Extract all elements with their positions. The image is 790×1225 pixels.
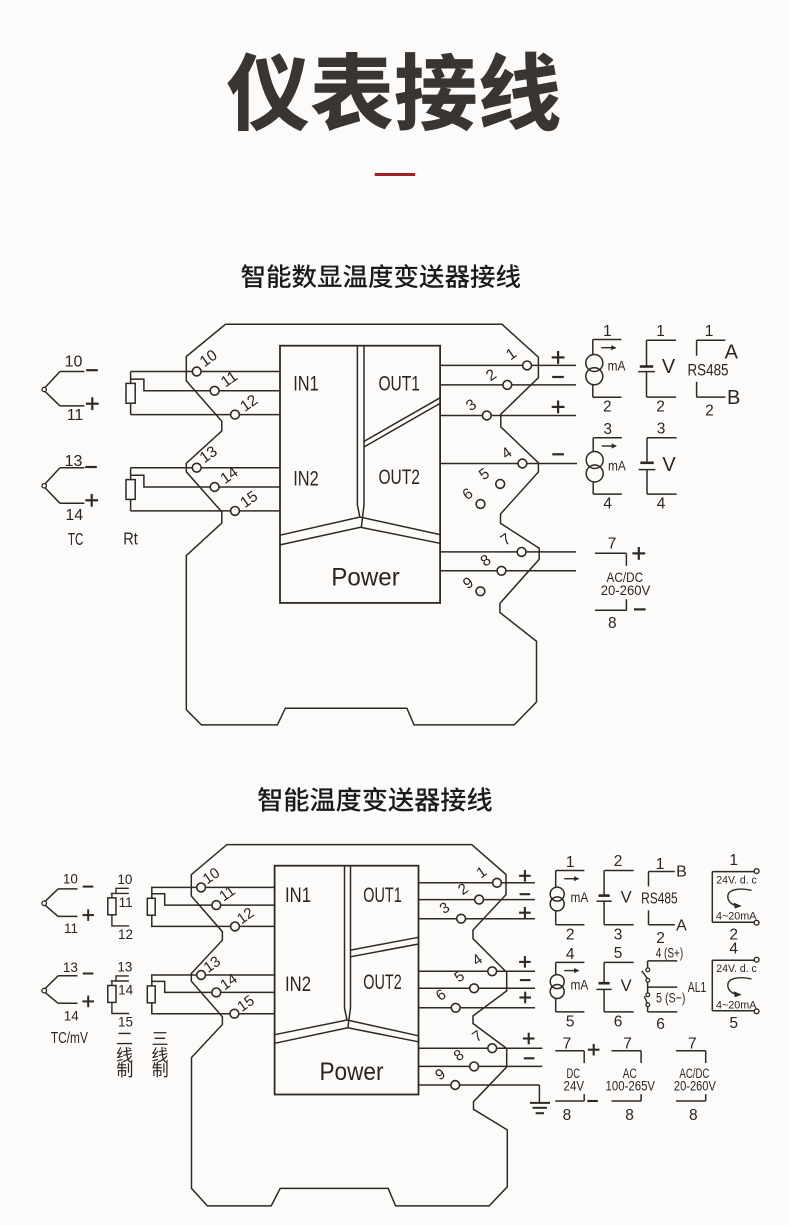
svg-text:13: 13 [197,443,221,467]
svg-text:8: 8 [689,1107,698,1124]
svg-text:RS485: RS485 [641,891,678,908]
svg-text:5 (S−): 5 (S−) [656,990,686,1006]
svg-text:IN1: IN1 [285,883,311,907]
svg-text:11: 11 [67,407,84,424]
svg-text:13: 13 [65,453,83,470]
svg-text:14: 14 [64,1008,80,1023]
svg-text:OUT2: OUT2 [378,465,420,489]
svg-text:AC: AC [623,1066,637,1081]
svg-text:13: 13 [63,960,78,975]
svg-text:11: 11 [218,368,241,391]
svg-text:12: 12 [234,904,257,927]
svg-text:14: 14 [65,507,83,524]
svg-text:12: 12 [118,927,133,942]
svg-text:1: 1 [656,323,665,340]
svg-text:100-265V: 100-265V [606,1078,656,1093]
svg-text:15: 15 [237,488,261,512]
svg-text:V: V [662,356,676,378]
svg-text:mA: mA [571,889,589,905]
svg-text:4: 4 [657,496,666,513]
svg-text:AL1: AL1 [688,979,707,996]
svg-text:5: 5 [729,1015,738,1032]
svg-text:7: 7 [623,1036,632,1053]
svg-text:2: 2 [614,853,623,870]
svg-text:B: B [676,863,687,880]
svg-text:3: 3 [614,926,623,943]
svg-text:10: 10 [65,353,83,370]
svg-text:10: 10 [63,872,78,887]
svg-text:11: 11 [119,895,133,910]
svg-text:14: 14 [118,983,134,998]
svg-text:mA: mA [608,358,626,374]
svg-text:2: 2 [656,399,665,416]
svg-text:8: 8 [563,1107,572,1124]
svg-text:6: 6 [656,1016,665,1033]
svg-text:AC/DC: AC/DC [607,569,644,585]
svg-text:2: 2 [729,927,738,944]
svg-text:14: 14 [217,970,240,993]
svg-text:20-260V: 20-260V [601,582,651,598]
svg-text:15: 15 [234,992,257,1015]
svg-text:4: 4 [566,946,575,963]
svg-text:24V: 24V [564,1078,585,1093]
svg-text:OUT1: OUT1 [363,883,402,907]
svg-text:4 (S+): 4 (S+) [656,945,684,961]
svg-text:OUT1: OUT1 [378,371,420,395]
svg-text:11: 11 [64,921,78,936]
svg-text:3: 3 [603,421,612,438]
svg-text:4: 4 [603,496,612,513]
svg-text:1: 1 [729,852,738,869]
svg-text:3: 3 [657,421,666,438]
svg-text:OUT2: OUT2 [363,970,402,994]
svg-text:mA: mA [571,976,589,992]
svg-text:IN2: IN2 [285,972,311,996]
svg-text:4: 4 [729,940,738,957]
svg-text:7: 7 [608,535,617,552]
svg-text:V: V [621,889,632,907]
svg-text:8: 8 [625,1107,634,1124]
svg-text:2: 2 [656,930,665,947]
svg-text:4~20mA: 4~20mA [716,999,757,1011]
svg-text:2: 2 [603,399,612,416]
svg-text:B: B [727,387,740,409]
svg-text:1: 1 [656,856,665,873]
svg-text:1: 1 [603,323,612,340]
svg-text:4~20mA: 4~20mA [716,911,757,923]
svg-text:AC/DC: AC/DC [679,1066,709,1081]
svg-text:6: 6 [614,1013,623,1030]
svg-text:10: 10 [200,864,223,887]
svg-text:V: V [621,977,632,995]
svg-text:Power: Power [320,1058,384,1086]
svg-text:15: 15 [118,1015,133,1030]
svg-text:Power: Power [331,564,400,592]
svg-text:1: 1 [566,854,575,871]
svg-text:mA: mA [608,457,626,473]
svg-text:IN2: IN2 [293,466,319,490]
svg-text:7: 7 [688,1036,697,1053]
svg-text:IN1: IN1 [293,371,319,395]
svg-text:8: 8 [608,615,617,632]
svg-text:5: 5 [614,945,623,962]
svg-text:A: A [676,918,687,935]
svg-text:TC: TC [68,529,84,549]
svg-text:13: 13 [200,953,223,976]
svg-text:24V. d. c: 24V. d. c [716,874,757,886]
svg-text:A: A [725,341,739,363]
svg-text:1: 1 [705,323,714,340]
svg-text:Rt: Rt [123,529,138,549]
svg-text:24V. d. c: 24V. d. c [716,963,757,975]
svg-text:7: 7 [563,1036,572,1053]
svg-text:10: 10 [117,872,132,887]
svg-text:TC/mV: TC/mV [51,1030,89,1047]
svg-text:2: 2 [705,403,714,420]
svg-text:2: 2 [566,926,575,943]
svg-text:13: 13 [117,960,132,975]
svg-text:RS485: RS485 [688,361,729,380]
svg-text:5: 5 [566,1013,575,1030]
svg-text:12: 12 [237,392,261,416]
svg-text:DC: DC [566,1066,580,1081]
svg-text:V: V [662,454,676,476]
svg-text:20-260V: 20-260V [674,1078,716,1093]
